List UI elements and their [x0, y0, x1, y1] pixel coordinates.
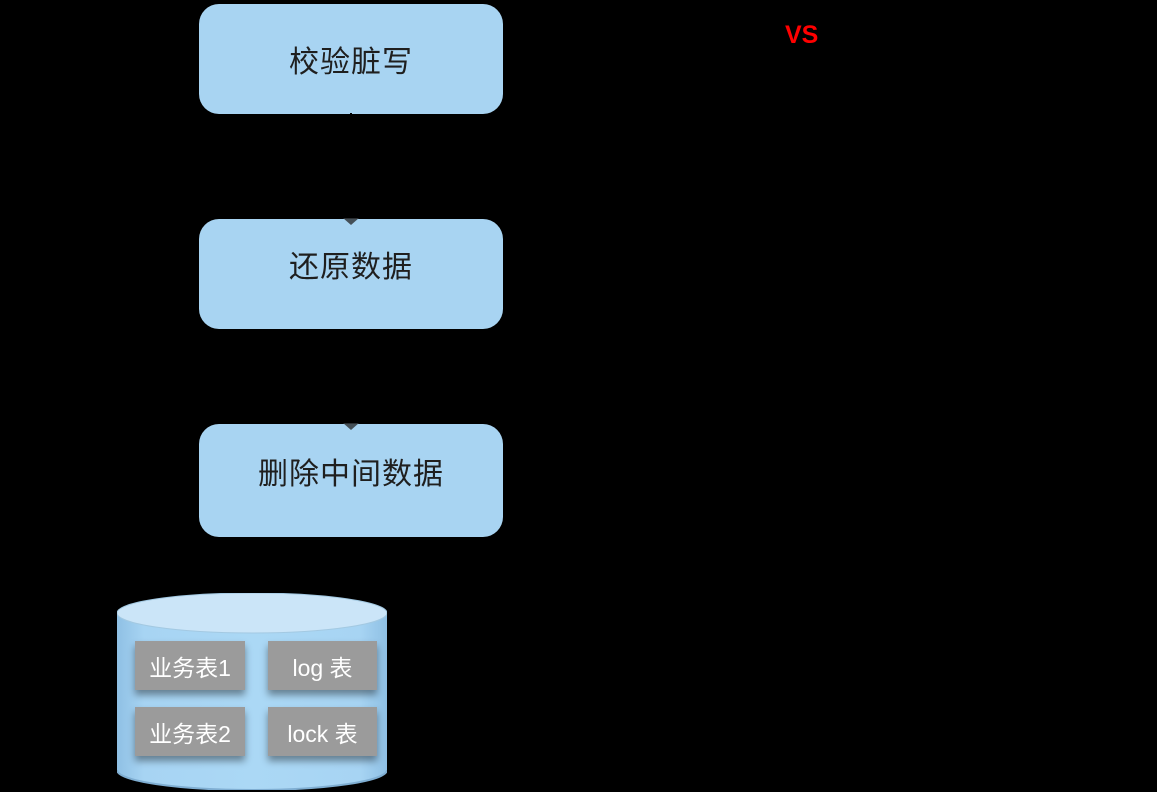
arrow-down-icon [343, 423, 359, 430]
db-table-label: log 表 [292, 654, 353, 681]
db-table-label: lock 表 [287, 720, 358, 747]
flow-node-restore-data: 还原数据 [199, 218, 503, 329]
db-table-chip-business-1: 业务表1 [135, 641, 245, 690]
vs-annotation: VS [785, 21, 819, 49]
flow-node-delete-intermediate-data: 删除中间数据 [199, 423, 503, 537]
db-table-chip-log: log 表 [268, 641, 377, 690]
db-table-chip-lock: lock 表 [268, 707, 377, 756]
arrow-down-connector [350, 113, 352, 219]
arrow-down-connector [350, 329, 352, 424]
db-table-chip-business-2: 业务表2 [135, 707, 245, 756]
database-cylinder-icon [117, 593, 387, 790]
db-table-label: 业务表2 [149, 720, 231, 747]
database-cylinder: 业务表1 log 表 业务表2 lock 表 [117, 593, 387, 790]
db-table-label: 业务表1 [149, 654, 231, 681]
arrow-down-icon [343, 218, 359, 225]
flow-node-verify-dirty-write: 校验脏写 [199, 4, 503, 114]
flow-node-label: 删除中间数据 [258, 457, 444, 491]
flow-node-label: 还原数据 [289, 251, 413, 284]
flow-node-label: 校验脏写 [289, 46, 413, 79]
